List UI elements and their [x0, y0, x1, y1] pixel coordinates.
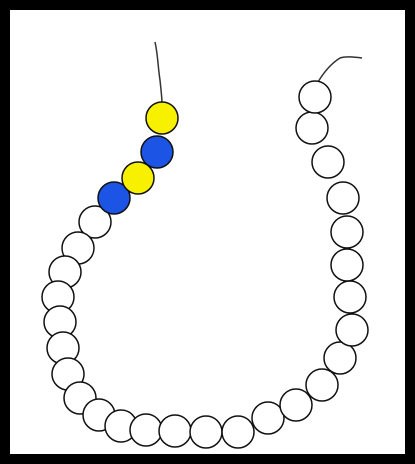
- white-bead: [299, 81, 331, 113]
- white-bead: [331, 249, 363, 281]
- white-bead: [296, 112, 328, 144]
- white-bead: [312, 146, 344, 178]
- white-bead: [222, 416, 254, 448]
- white-bead: [252, 402, 284, 434]
- yellow-bead: [146, 102, 178, 134]
- white-bead: [159, 415, 191, 447]
- white-bead: [334, 281, 366, 313]
- white-bead: [190, 416, 222, 448]
- right-string: [318, 57, 362, 82]
- white-bead: [280, 389, 312, 421]
- white-bead: [331, 216, 363, 248]
- white-bead: [327, 182, 359, 214]
- left-string: [155, 42, 162, 103]
- blue-bead: [141, 136, 173, 168]
- white-bead: [324, 342, 356, 374]
- white-bead: [336, 314, 368, 346]
- white-bead: [130, 414, 162, 446]
- beads: [42, 81, 368, 448]
- white-bead: [306, 369, 338, 401]
